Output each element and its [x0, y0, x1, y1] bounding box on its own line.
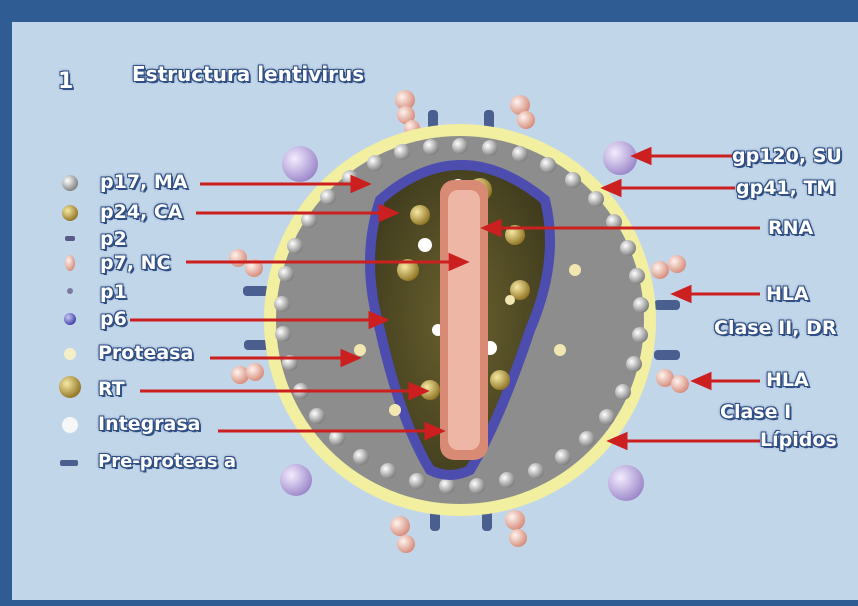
label-p2: p2	[100, 229, 127, 249]
diagram-title: Estructura lentivirus	[132, 64, 364, 84]
marker-p2	[65, 236, 75, 241]
label-rt: RT	[98, 379, 125, 399]
label-hla-1: HLA	[766, 284, 809, 304]
label-lipidos: Lípidos	[760, 430, 837, 450]
label-clase-ii-dr: Clase II, DR	[714, 318, 836, 338]
label-proteasa: Proteasa	[98, 343, 193, 363]
label-clase-i: Clase I	[720, 402, 791, 422]
label-hla-2: HLA	[766, 370, 809, 390]
label-p1: p1	[100, 282, 127, 302]
label-p7-nc: p7, NC	[100, 253, 171, 273]
legend-markers	[59, 175, 81, 466]
label-p24-ca: p24, CA	[100, 202, 183, 222]
label-p6: p6	[100, 309, 127, 329]
marker-integrasa	[62, 417, 78, 433]
label-integrasa: Integrasa	[98, 414, 201, 434]
marker-p7	[65, 255, 75, 271]
slide-number: 1	[58, 72, 73, 92]
label-gp41-tm: gp41, TM	[736, 178, 835, 198]
marker-p17	[62, 175, 78, 191]
label-gp120-su: gp120, SU	[732, 146, 842, 166]
marker-pre-proteasa	[60, 460, 78, 466]
marker-p24	[62, 205, 78, 221]
label-pre-proteasa: Pre-proteas a	[98, 452, 236, 472]
marker-p1	[67, 288, 73, 294]
label-p17-ma: p17, MA	[100, 172, 188, 192]
marker-proteasa	[64, 348, 76, 360]
marker-p6	[64, 313, 76, 325]
marker-rt	[59, 376, 81, 398]
label-rna: RNA	[768, 218, 813, 238]
